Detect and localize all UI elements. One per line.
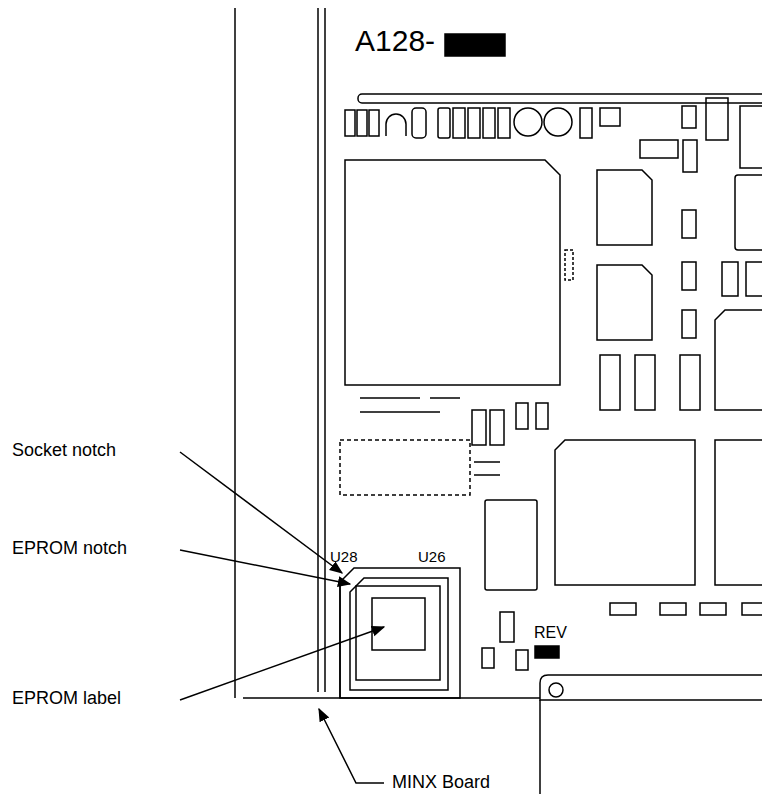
callout-label: MINX Board <box>392 773 490 793</box>
component-designator: U26 <box>418 549 446 566</box>
board-part-number: A128- <box>355 24 435 57</box>
revision-label: REV <box>534 624 567 642</box>
callout-label: Socket notch <box>12 441 116 461</box>
callout-label: EPROM notch <box>12 539 127 559</box>
component-designator: U28 <box>330 549 358 566</box>
callout-label: EPROM label <box>12 689 121 709</box>
